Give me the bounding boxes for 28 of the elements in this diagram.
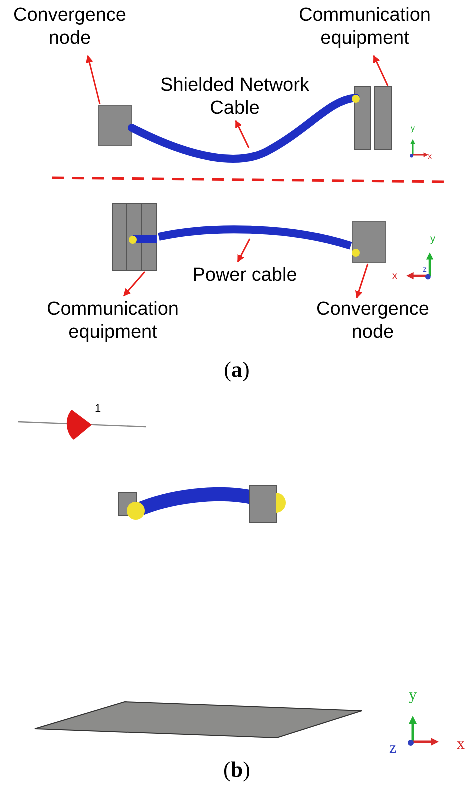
part-label: Communication equipment [28,298,198,344]
axis-label: z [423,265,427,275]
axis-label: y [430,234,436,246]
equipment-drawing [112,203,158,271]
leader-arrow [356,264,369,299]
part-label: Shielded Network Cable [160,74,310,120]
leader-arrow [123,272,146,297]
panel-label: (a) [224,356,250,384]
axis-label: x [428,152,432,162]
axis-label: z [389,739,397,759]
port-number: 1 [94,403,102,417]
part-label: Convergence node [298,298,448,344]
cable-drawing [159,224,351,250]
leader-arrow [86,55,101,104]
panel-label: (b) [224,756,250,784]
part-label: Communication equipment [285,4,445,50]
leader-arrow [235,120,250,148]
leader-arrow [373,55,389,86]
axis-label: x [392,271,398,283]
part-label: Power cable [180,264,310,287]
box-drawing [98,105,132,146]
axis-label: x [457,735,465,755]
axis-label: y [409,686,417,706]
box-drawing [352,221,386,263]
axis-label: y [411,124,415,134]
equipment-drawing [354,86,394,151]
leader-arrow [237,238,251,263]
part-label: Convergence node [0,4,140,50]
